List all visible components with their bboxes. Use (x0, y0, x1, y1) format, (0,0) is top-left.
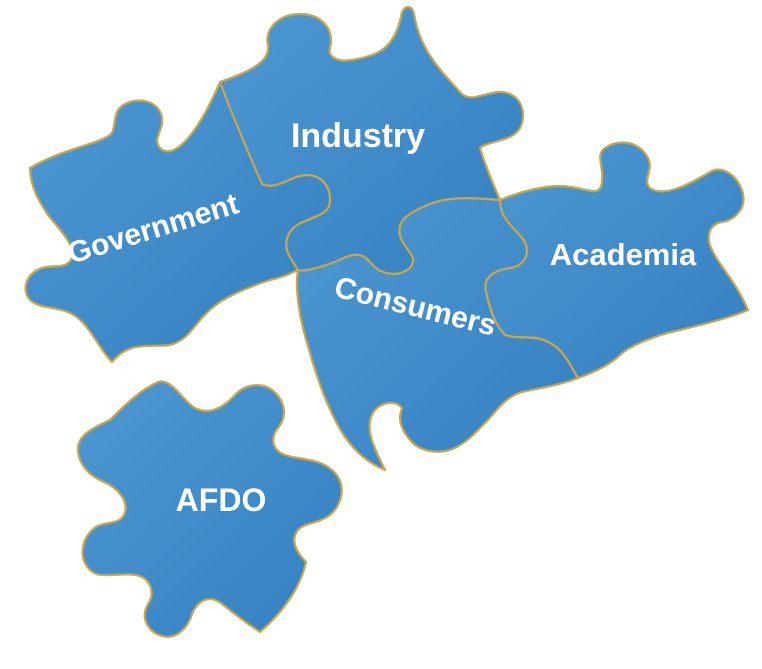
puzzle-piece-afdo (76, 380, 343, 638)
label-industry: Industry (291, 117, 425, 155)
puzzle-piece-consumers (295, 197, 580, 472)
puzzle-piece-government (24, 80, 332, 364)
label-academia: Academia (550, 237, 697, 272)
label-afdo: AFDO (176, 482, 267, 518)
